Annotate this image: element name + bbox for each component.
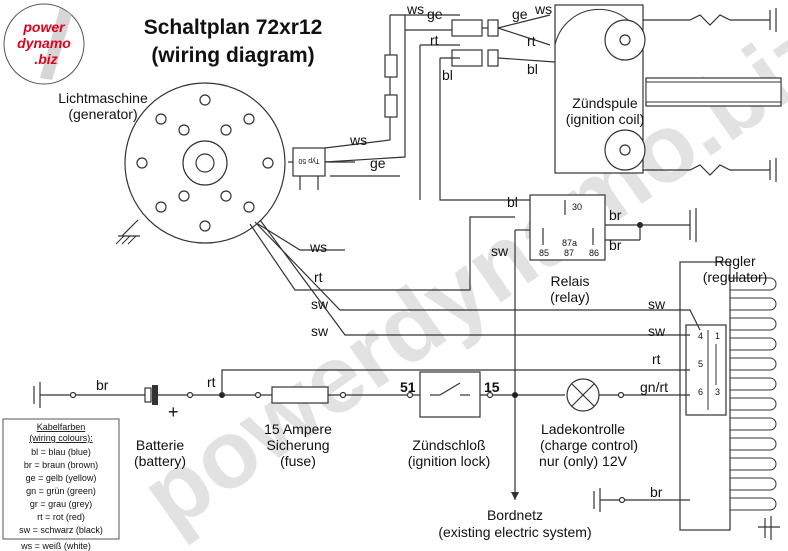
- wire-rt-batt: rt: [207, 374, 216, 390]
- battery-label-de: Batterie: [136, 437, 184, 453]
- regulator-label-en: (regulator): [703, 269, 768, 285]
- wire-ws-top2: ws: [534, 1, 552, 17]
- wire-sw-reg2: sw: [648, 323, 666, 339]
- ignition-lock-label-en: (ignition lock): [408, 453, 490, 469]
- legend-item: ge = gelb (yellow): [26, 473, 97, 483]
- pickup-sensor: Typ 50: [288, 147, 330, 190]
- charge-control-label-3: nur (only) 12V: [539, 453, 628, 469]
- wire-rt-top: rt: [430, 32, 439, 48]
- ignition-coil-label-de: Zündspule: [572, 95, 638, 111]
- regulator-pin-1: 1: [715, 331, 720, 341]
- wire-rt-top2: rt: [527, 33, 536, 49]
- wire-bl-top2: bl: [527, 61, 538, 77]
- legend-title-de: Kabelfarben: [37, 422, 86, 432]
- legend-item: rt = rot (red): [37, 512, 85, 522]
- legend-item: bl = blau (blue): [31, 447, 91, 457]
- wire-gnrt-reg: gn/rt: [640, 379, 668, 395]
- legend-item: sw = schwarz (black): [19, 525, 103, 535]
- fuse-label-2: Sicherung: [266, 437, 329, 453]
- onboard-label-de: Bordnetz: [487, 507, 543, 523]
- legend-item: br = braun (brown): [24, 460, 98, 470]
- wire-br-relay2: br: [609, 237, 622, 253]
- powerdynamo-logo: power dynamo .biz: [3, 3, 85, 85]
- charge-control-label-2: (charge control): [540, 437, 638, 453]
- relay-pin-30: 30: [572, 202, 582, 212]
- wire-sw-relay: sw: [491, 243, 509, 259]
- legend-item: gn = grün (green): [26, 486, 96, 496]
- wire-sw-gen2: sw: [311, 323, 329, 339]
- regulator-label-de: Regler: [714, 253, 756, 269]
- fuse-label-1: 15 Ampere: [264, 421, 332, 437]
- generator-label-en: (generator): [68, 106, 137, 122]
- main-power-line: [33, 369, 690, 512]
- battery-label-en: (battery): [134, 453, 186, 469]
- wire-br-relay1: br: [609, 207, 622, 223]
- relay-pin-85: 85: [539, 248, 549, 258]
- wire-ws-top: ws: [406, 1, 424, 17]
- wire-ws-gen: ws: [309, 239, 327, 255]
- legend-footer: ws = weiß (white): [20, 541, 91, 551]
- legend-item: gr = grau (grey): [30, 499, 92, 509]
- relay-pin-87: 87: [564, 248, 574, 258]
- wire-ge-top2: ge: [512, 6, 528, 22]
- wire-br-batt: br: [96, 377, 109, 393]
- regulator-pin-4: 4: [698, 331, 703, 341]
- charge-control-label-1: Ladekontrolle: [541, 421, 625, 437]
- fuse-label-3: (fuse): [280, 453, 316, 469]
- ignition-coil-label-en: (ignition coil): [566, 111, 645, 127]
- battery-plus: +: [168, 402, 179, 422]
- regulator: 4 1 5 6 3: [679, 261, 780, 540]
- sensor-tag: Typ 50: [298, 157, 319, 164]
- wire-bl-relay: bl: [507, 194, 518, 210]
- logo-line2: dynamo: [17, 35, 71, 51]
- relay-pin-86: 86: [589, 248, 599, 258]
- relay-pin-87a: 87a: [562, 238, 577, 248]
- logo-line1: power: [22, 19, 66, 35]
- ignition-lock-pin-15: 15: [484, 379, 500, 395]
- relay-label-en: (relay): [550, 289, 590, 305]
- top-connectors: [324, 14, 556, 201]
- wire-colour-legend: Kabelfarben (wiring colours): bl = blau …: [2, 418, 120, 551]
- legend-title-en: (wiring colours):: [29, 433, 93, 443]
- diagram-subtitle: (wiring diagram): [151, 44, 314, 67]
- wire-rt-gen: rt: [314, 269, 323, 285]
- generator-label-de: Lichtmaschine: [58, 90, 148, 106]
- onboard-label-en: (existing electric system): [438, 524, 591, 540]
- relay: 30 85 86 87a 87: [515, 194, 697, 261]
- wire-br-bottom: br: [650, 484, 663, 500]
- regulator-pin-3: 3: [715, 387, 720, 397]
- wire-bl-top: bl: [442, 67, 453, 83]
- ignition-coil: [554, 4, 782, 182]
- generator: [115, 82, 286, 245]
- wire-rt-reg: rt: [652, 351, 661, 367]
- diagram-title: Schaltplan 72xr12: [144, 16, 323, 39]
- ignition-lock-pin-51: 51: [400, 379, 416, 395]
- wire-sw-gen1: sw: [311, 296, 329, 312]
- wire-sw-reg1: sw: [648, 296, 666, 312]
- wire-ge-top: ge: [427, 6, 443, 22]
- generator-wires: [249, 161, 701, 500]
- logo-line3: .biz: [34, 51, 57, 67]
- ignition-lock-label-de: Zündschloß: [412, 437, 485, 453]
- wire-ge-sensor: ge: [370, 155, 386, 171]
- regulator-pin-6: 6: [698, 387, 703, 397]
- regulator-pin-5: 5: [698, 359, 703, 369]
- relay-label-de: Relais: [551, 273, 590, 289]
- wire-ws-sensor: ws: [349, 132, 367, 148]
